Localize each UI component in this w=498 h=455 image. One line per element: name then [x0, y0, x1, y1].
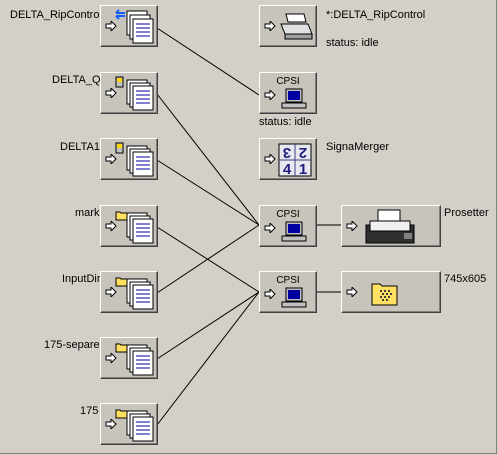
input-label: DELTA_Q [52, 74, 101, 86]
arrow-icon [346, 287, 358, 297]
input-label: mark [75, 207, 100, 219]
input-node-mark[interactable] [100, 205, 158, 247]
cpsi-label: CPSI [276, 275, 300, 286]
arrow-icon [105, 287, 117, 297]
arrow-icon [264, 90, 276, 100]
cpsi-node[interactable]: CPSI [259, 205, 317, 247]
arrow-icon [105, 21, 117, 31]
cpsi-status: status: idle [259, 116, 312, 128]
hotfolder-icon [115, 9, 154, 44]
arrow-icon [105, 419, 117, 429]
arrow-icon [105, 88, 117, 98]
computer-icon [281, 287, 307, 308]
computer-icon [281, 88, 307, 109]
rip-control-status: status: idle [326, 37, 379, 49]
connection-line [156, 159, 260, 226]
output-folder-icon [371, 283, 398, 306]
arrow-icon [264, 223, 276, 233]
input-node-delta-ripcontrol[interactable] [100, 5, 158, 47]
prosetter-node[interactable] [341, 205, 441, 247]
input-node-inputdir[interactable] [100, 271, 158, 313]
connection-line [156, 291, 260, 360]
arrow-icon [264, 289, 276, 299]
folder-icon [115, 343, 154, 376]
signamerger-node[interactable]: 3 2 4 1 [259, 138, 317, 180]
signamerger-label: SignaMerger [326, 141, 389, 153]
cpsi-label: CPSI [276, 76, 300, 87]
cpsi-node[interactable]: CPSI [259, 271, 317, 313]
printer-icon [280, 13, 313, 40]
input-node-delta1[interactable] [100, 138, 158, 180]
input-node-175[interactable] [100, 403, 158, 445]
rip-control-node[interactable] [259, 5, 317, 47]
file-output-node[interactable] [341, 271, 441, 313]
connection-line [156, 93, 260, 226]
folder-icon [115, 277, 154, 310]
merger-icon: 3 2 4 1 [278, 143, 312, 177]
computer-icon [281, 221, 307, 242]
file-output-label: 745x605 [444, 273, 487, 285]
imagesetter-icon [365, 209, 415, 244]
device-icon [115, 142, 154, 177]
merger-glyph: 4 [283, 161, 292, 177]
connection-line [156, 224, 260, 294]
connection-line [156, 27, 260, 96]
rip-control-title: *:DELTA_RipControl [326, 9, 426, 21]
input-label: 175 [80, 405, 99, 417]
folder-icon [115, 211, 154, 244]
folder-icon [115, 409, 154, 442]
cpsi-node[interactable]: CPSI [259, 72, 317, 114]
input-node-delta-q[interactable] [100, 72, 158, 114]
arrow-icon [346, 221, 358, 231]
cpsi-label: CPSI [276, 209, 300, 220]
arrow-icon [105, 154, 117, 164]
device-icon [115, 76, 154, 111]
input-label: DELTA1 [60, 141, 100, 153]
prosetter-label: Prosetter [444, 207, 489, 219]
connection-line [156, 291, 260, 426]
arrow-icon [264, 21, 276, 31]
arrow-icon [105, 353, 117, 363]
arrow-icon [105, 221, 117, 231]
merger-glyph: 1 [299, 161, 307, 177]
input-label: InputDir [62, 273, 101, 285]
input-node-175-separe[interactable] [100, 337, 158, 379]
merger-glyph: 2 [299, 144, 307, 161]
merger-glyph: 3 [283, 144, 291, 161]
input-label: 175-separe [44, 339, 100, 351]
arrow-icon [264, 154, 276, 164]
input-label: DELTA_RipControl [10, 9, 102, 21]
